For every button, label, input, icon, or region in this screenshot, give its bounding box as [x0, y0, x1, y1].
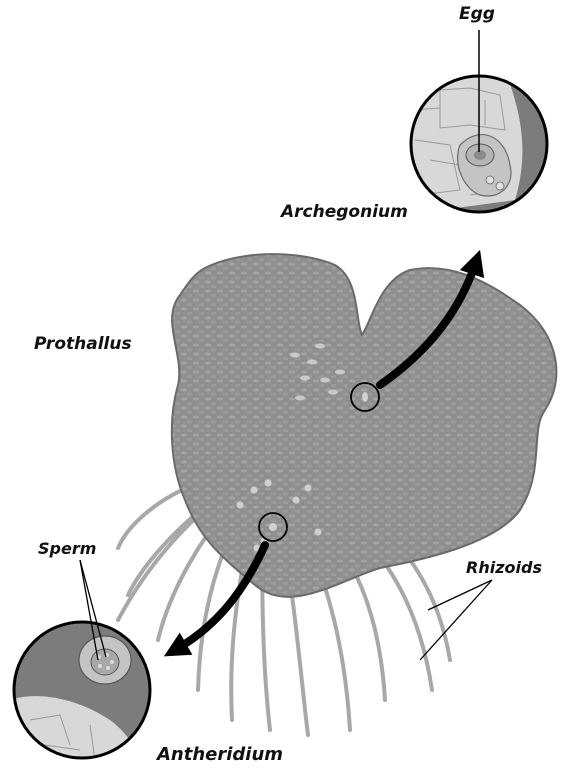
archegonium-marker	[362, 392, 368, 402]
sperm-label: Sperm	[38, 541, 96, 557]
archegonium-label: Archegonium	[281, 204, 408, 221]
archegonium-inset	[405, 30, 555, 220]
prothallus-label: Prothallus	[34, 336, 132, 353]
egg-label: Egg	[459, 6, 495, 23]
rhizoids-pointer-line	[428, 580, 492, 610]
antheridium-label: Antheridium	[157, 746, 283, 764]
rhizoids-label: Rhizoids	[466, 560, 542, 576]
antheridium-inset	[10, 560, 160, 769]
antheridium-marker	[269, 523, 277, 531]
prothallus-body	[172, 254, 557, 597]
